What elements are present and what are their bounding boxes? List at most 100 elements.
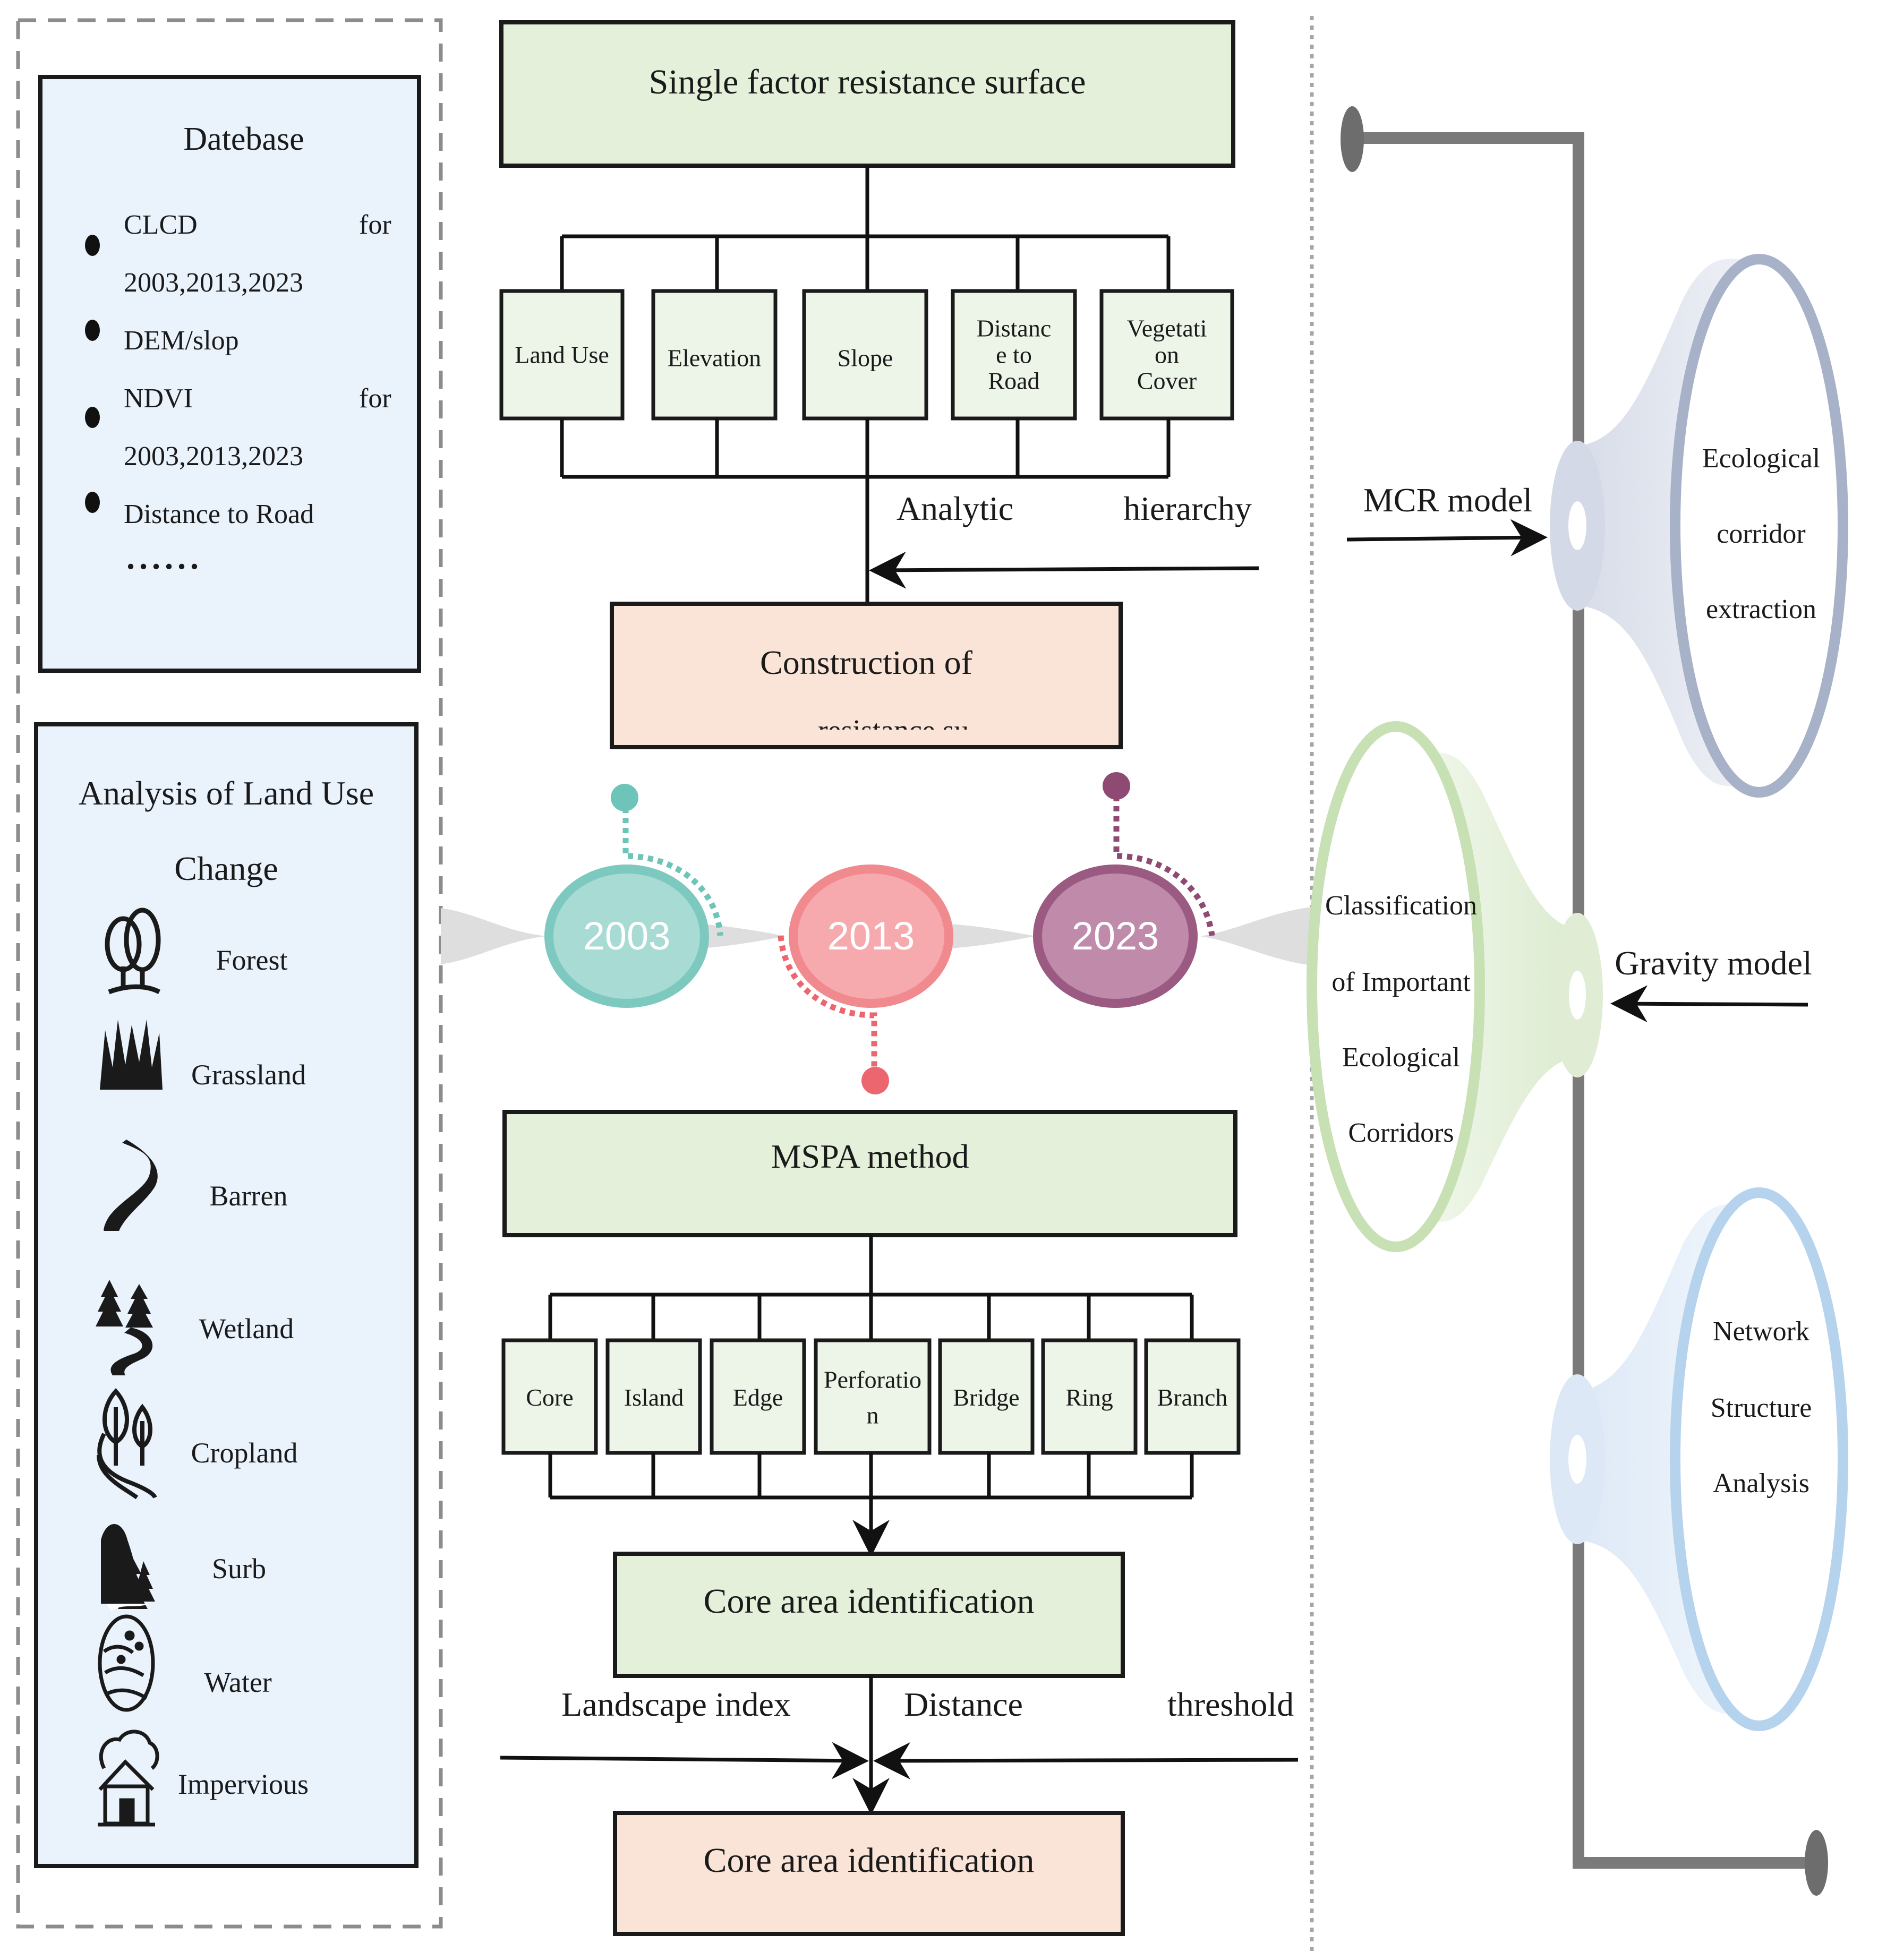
bullet	[85, 492, 100, 513]
gravity-model-label: Gravity model	[1615, 944, 1812, 982]
year-2023-disc	[1042, 874, 1189, 999]
resistance-title-box	[499, 20, 1235, 168]
year-2003-label: 2003	[583, 914, 671, 958]
database-item-ndvi-for: for	[359, 383, 391, 414]
factor-box-land-use	[499, 289, 625, 421]
water-icon	[98, 1614, 155, 1712]
ellipse2-line4: Corridors	[1348, 1118, 1454, 1148]
wetland-icon	[96, 1280, 153, 1375]
ellipse3-line2: Structure	[1710, 1393, 1812, 1423]
database-panel	[38, 75, 421, 673]
method-hierarchy: hierarchy	[1123, 490, 1252, 527]
ellipse3-line3: Analysis	[1713, 1468, 1809, 1499]
factor-land-use: Land Use	[515, 341, 609, 369]
ellipse2-line3: Ecological	[1342, 1042, 1461, 1073]
method-analytic: Analytic	[896, 490, 1014, 527]
class-label-barren: Barren	[209, 1180, 288, 1212]
class-label-grassland: Grassland	[191, 1059, 306, 1091]
shrub-icon	[101, 1524, 155, 1611]
mspa-box-branch	[1144, 1338, 1241, 1455]
bullet	[85, 407, 100, 428]
method-process: process	[898, 574, 987, 582]
ellipse-classification	[1307, 721, 1485, 1252]
resistance-title: Single factor resistance surface	[648, 63, 1086, 101]
impervious-icon	[98, 1730, 159, 1827]
year-2013-pin	[861, 1067, 889, 1094]
mspa-class-edge: Edge	[732, 1384, 783, 1411]
ellipse-ecological-corridor	[1670, 254, 1848, 798]
factor-box-slope	[802, 289, 928, 421]
database-item-clcd-for: for	[359, 210, 391, 240]
mspa-box-perforation	[814, 1338, 932, 1455]
class-label-cropland: Cropland	[191, 1437, 298, 1469]
database-item-clcd-years: 2003,2013,2023	[124, 268, 303, 298]
land-use-title-2: Change	[174, 850, 278, 887]
year-2013-disc	[798, 874, 944, 999]
database-title: Datebase	[183, 121, 304, 157]
ellipse2-line1: Classification	[1325, 891, 1477, 921]
ellipse-network	[1670, 1187, 1848, 1731]
forest-icon	[105, 908, 161, 995]
land-use-title: Analysis of Land Use	[78, 774, 374, 812]
construction-box	[610, 602, 1123, 749]
class-label-water: Water	[204, 1666, 272, 1698]
factor-box-elevation	[651, 289, 778, 421]
mspa-title-box	[502, 1110, 1237, 1237]
year-2023-label: 2023	[1071, 914, 1159, 958]
ellipse3-line1: Network	[1713, 1316, 1809, 1347]
ellipse1-line3: extraction	[1706, 594, 1816, 624]
factor-box-distance	[951, 289, 1077, 421]
factor-box-vegetation	[1099, 289, 1234, 421]
year-2003-pin	[611, 784, 638, 811]
construction-tail-clip: resistance surface	[818, 712, 967, 730]
mspa-class-ring: Ring	[1065, 1384, 1113, 1411]
label-threshold: threshold	[1167, 1685, 1294, 1723]
ellipse1-line1: Ecological	[1702, 443, 1821, 474]
construction-tail: resistance surface	[818, 716, 967, 730]
class-label-forest: Forest	[216, 944, 288, 976]
core-identification-title: Core area identification	[703, 1582, 1035, 1621]
spine-cap-top	[1341, 106, 1364, 172]
final-core-title: Core area identification	[703, 1841, 1035, 1880]
label-distance: Distance	[904, 1685, 1023, 1723]
method-tail-clip: process	[898, 563, 1004, 582]
ellipse2-line2: of Important	[1331, 967, 1471, 997]
factor-slope: Slope	[837, 344, 893, 372]
year-2003-disc	[553, 874, 700, 999]
class-label-shrub: Surb	[211, 1553, 267, 1585]
factor-vegetation: Vegetati on Cover	[1126, 314, 1207, 395]
mspa-class-branch: Branch	[1157, 1384, 1228, 1411]
class-label-wetland: Wetland	[199, 1313, 294, 1345]
label-landscape-index: Landscape index	[561, 1685, 791, 1723]
database-item-dem: DEM/slop	[124, 326, 239, 356]
final-core-box	[613, 1811, 1125, 1936]
mspa-box-core	[501, 1338, 598, 1455]
left-column-frame	[16, 18, 443, 1929]
mspa-class-core: Core	[526, 1384, 574, 1411]
bullet	[85, 235, 100, 256]
mspa-box-edge	[710, 1338, 806, 1455]
mspa-class-bridge: Bridge	[953, 1384, 1020, 1411]
ellipse1-line2: corridor	[1717, 519, 1806, 549]
mcr-model-label: MCR model	[1363, 481, 1533, 519]
construction-title: Construction of	[760, 644, 972, 681]
database-item-clcd: CLCD	[124, 210, 198, 240]
database-item-distance: Distance to Road	[124, 499, 314, 529]
spine-cap-bottom	[1805, 1830, 1828, 1896]
core-identification-box	[613, 1552, 1125, 1678]
cropland-icon	[97, 1388, 157, 1500]
mspa-class-perforation: Perforatio n	[824, 1366, 921, 1428]
bullet	[85, 320, 100, 341]
mspa-class-island: Island	[624, 1384, 684, 1411]
year-2023-pin	[1103, 772, 1130, 800]
year-2013-label: 2013	[827, 914, 915, 958]
mspa-box-bridge	[938, 1338, 1035, 1455]
database-item-ndvi-years: 2003,2013,2023	[124, 441, 303, 472]
grassland-icon	[100, 1020, 163, 1090]
mspa-box-island	[605, 1338, 702, 1455]
class-label-impervious: Impervious	[178, 1768, 309, 1800]
factor-distance: Distanc e to Road	[976, 314, 1052, 395]
mspa-title: MSPA method	[771, 1137, 969, 1175]
barren-icon	[104, 1140, 158, 1231]
